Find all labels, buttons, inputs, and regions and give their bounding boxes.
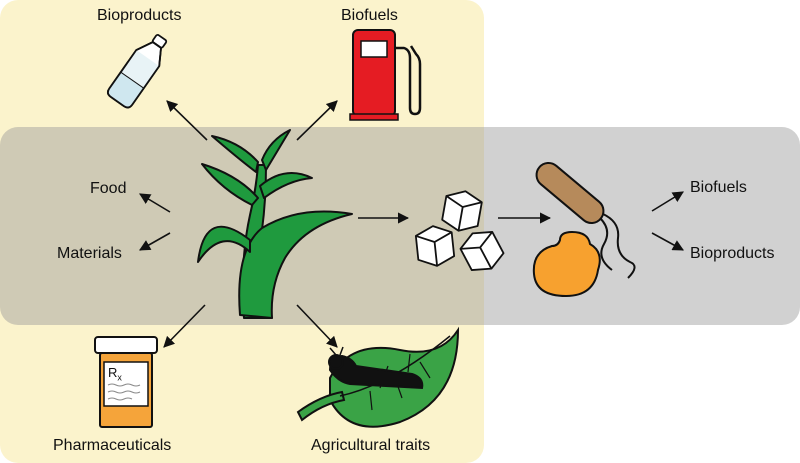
arrows [139, 100, 684, 348]
rx-subscript: x [117, 372, 122, 383]
label-materials: Materials [57, 245, 122, 262]
arrow-to-pharmaceuticals [163, 304, 206, 348]
label-bioproducts-right: Bioproducts [690, 245, 775, 262]
arrow-to-agricultural-traits [296, 304, 338, 348]
fuel-pump-icon [349, 29, 422, 121]
process-band [0, 127, 800, 325]
leaf-caterpillar-icon [296, 326, 460, 428]
bottle-icon [107, 34, 168, 109]
arrow-to-biofuels-right [651, 191, 684, 212]
arrow-to-bioproducts [166, 100, 208, 141]
label-biofuels-right: Biofuels [690, 179, 747, 196]
rx-label: Rx [108, 366, 122, 383]
arrow-to-biofuels [296, 100, 338, 141]
arrow-to-materials [139, 232, 171, 251]
label-food: Food [90, 180, 127, 197]
label-pharmaceuticals: Pharmaceuticals [53, 437, 172, 454]
label-agricultural-traits: Agricultural traits [311, 437, 431, 454]
rx-letter: R [108, 365, 118, 380]
label-biofuels-top: Biofuels [341, 7, 398, 24]
pill-bottle-icon [94, 336, 158, 428]
plant-icon [197, 129, 353, 319]
sugar-cubes-icon [414, 190, 505, 271]
microbe-icon [532, 162, 636, 298]
label-bioproducts-top: Bioproducts [97, 7, 182, 24]
arrow-to-food [139, 193, 171, 213]
arrow-to-bioproducts-right [651, 232, 684, 251]
